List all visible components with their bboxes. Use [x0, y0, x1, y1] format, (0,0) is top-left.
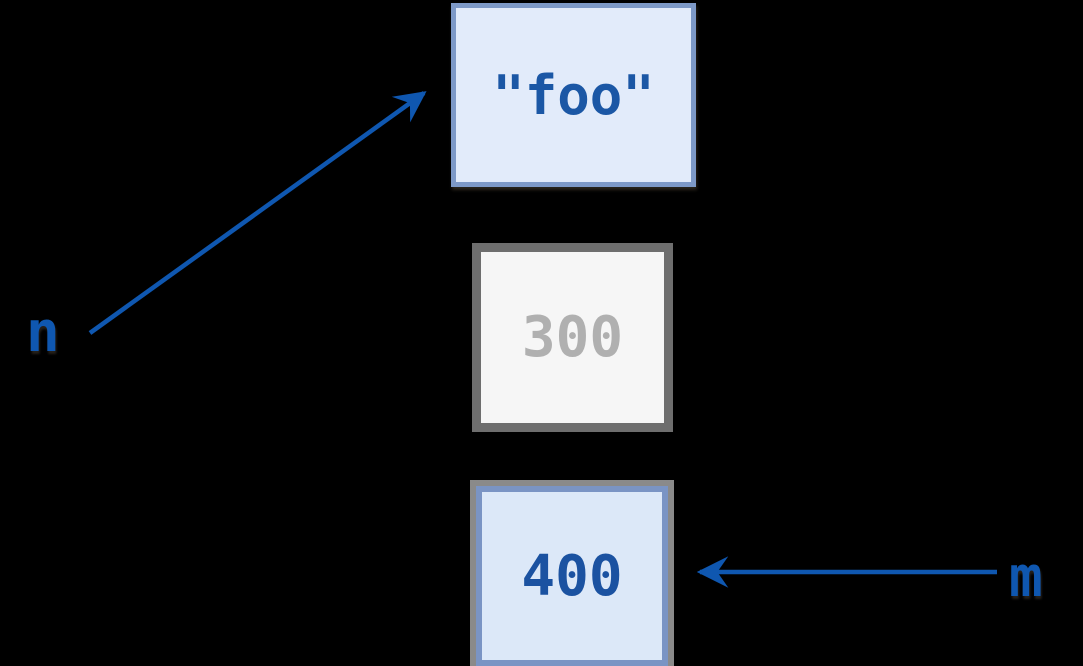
variable-label-n: n: [26, 300, 60, 365]
object-box-400: 400: [476, 486, 668, 666]
n-to-foo-arrow: [88, 91, 427, 335]
object-box-300: 300: [472, 243, 673, 432]
object-value-foo: "foo": [492, 63, 655, 127]
variable-label-m: m: [1009, 545, 1043, 610]
object-value-400: 400: [521, 543, 623, 609]
object-value-300: 300: [521, 305, 624, 370]
object-box-foo: "foo": [451, 3, 696, 187]
